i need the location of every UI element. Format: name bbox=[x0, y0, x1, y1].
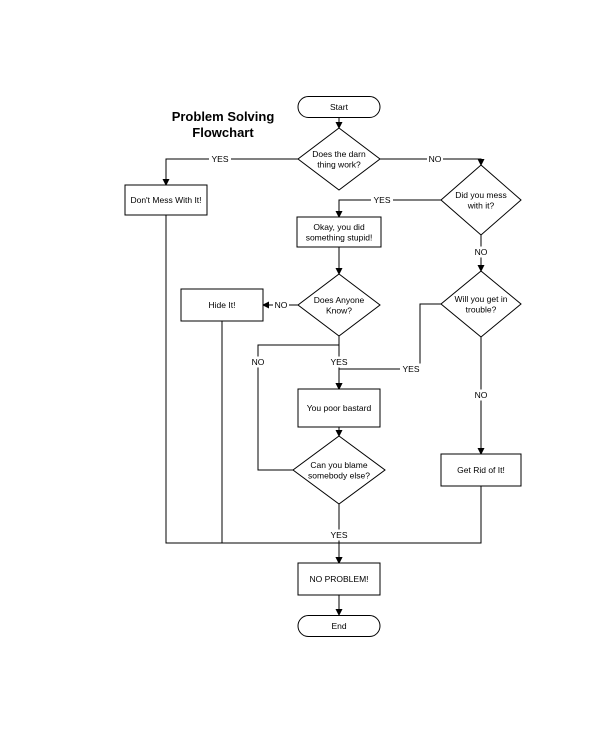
edge-label-background bbox=[250, 356, 266, 368]
node-blame-decision-shape bbox=[292, 435, 386, 505]
node-did-mess-label: with it? bbox=[467, 200, 495, 210]
node-works-label: thing work? bbox=[317, 159, 361, 169]
node-stupid-process-shape bbox=[296, 216, 382, 248]
edge-label-no-6: NO bbox=[273, 299, 289, 311]
node-start-label: Start bbox=[330, 102, 349, 112]
node-dont-mess-label: Don't Mess With It! bbox=[130, 195, 201, 205]
node-get-rid-process-shape bbox=[440, 453, 522, 487]
edge-label-yes-1: YES bbox=[209, 153, 231, 165]
edge-label-text: YES bbox=[211, 154, 228, 164]
node-blame-label: somebody else? bbox=[308, 470, 370, 480]
edge-works-to-dont-mess bbox=[162, 158, 298, 186]
edge-label-background bbox=[400, 363, 422, 375]
node-start-terminal-shape bbox=[297, 96, 381, 118]
edge-label-yes-7: YES bbox=[328, 356, 350, 368]
edge-label-text: YES bbox=[330, 357, 347, 367]
node-stupid-label: something stupid! bbox=[306, 232, 373, 242]
edge-label-background bbox=[427, 153, 443, 165]
node-end-terminal-shape bbox=[297, 615, 381, 637]
node-stupid-label: Okay, you did bbox=[313, 222, 365, 232]
edge-label-text: YES bbox=[373, 195, 390, 205]
edges-layer bbox=[162, 117, 485, 616]
edge-label-background bbox=[371, 194, 393, 206]
node-did-mess-label: Did you mess bbox=[455, 190, 507, 200]
edge-label-text: NO bbox=[275, 300, 288, 310]
edge-label-yes-8: YES bbox=[400, 363, 422, 375]
edge-labels-layer: YES NO YES NO NO YES YES NO NO YES bbox=[209, 153, 489, 541]
node-anyone-know-label: Know? bbox=[326, 305, 352, 315]
edge-label-yes-3: YES bbox=[371, 194, 393, 206]
node-no-problem: NO PROBLEM! bbox=[297, 562, 381, 596]
node-trouble-decision-shape bbox=[440, 270, 522, 338]
edge-label-yes-12: YES bbox=[328, 529, 350, 541]
edge-label-text: NO bbox=[475, 247, 488, 257]
node-works-label: Does the darn bbox=[312, 149, 366, 159]
node-get-rid: Get Rid of It! bbox=[440, 453, 522, 487]
node-start: Start bbox=[297, 96, 381, 118]
flowchart-title: Problem Solving Flowchart bbox=[172, 109, 275, 140]
node-dont-mess-process-shape bbox=[124, 184, 208, 216]
title-line-2: Flowchart bbox=[192, 125, 254, 140]
edge-label-text: YES bbox=[402, 364, 419, 374]
edge-label-background bbox=[273, 299, 289, 311]
edge-label-background bbox=[328, 529, 350, 541]
edge-label-text: NO bbox=[429, 154, 442, 164]
node-works-decision-shape bbox=[297, 127, 381, 191]
node-poor: You poor bastard bbox=[297, 388, 381, 428]
node-no-problem-label: NO PROBLEM! bbox=[309, 574, 368, 584]
node-anyone-know-label: Does Anyone bbox=[314, 295, 365, 305]
node-get-rid-label: Get Rid of It! bbox=[457, 465, 505, 475]
edge-label-background bbox=[473, 246, 489, 258]
edge-label-text: NO bbox=[475, 390, 488, 400]
edge-did-mess-to-stupid bbox=[335, 199, 441, 218]
edge-label-no-2: NO bbox=[427, 153, 443, 165]
edge-label-no-9: NO bbox=[473, 389, 489, 401]
node-poor-process-shape bbox=[297, 388, 381, 428]
node-trouble-label: Will you get in bbox=[455, 294, 508, 304]
edge-label-background bbox=[473, 389, 489, 401]
node-blame-label: Can you blame bbox=[310, 460, 367, 470]
title-line-1: Problem Solving bbox=[172, 109, 275, 124]
node-hide-label: Hide It! bbox=[209, 300, 236, 310]
edge-label-text: YES bbox=[330, 530, 347, 540]
edge-label-background bbox=[209, 153, 231, 165]
node-did-mess-decision-shape bbox=[440, 164, 522, 236]
edge-label-text: NO bbox=[252, 357, 265, 367]
edge-dont-mess-to-no-problem bbox=[165, 215, 343, 564]
node-hide-process-shape bbox=[180, 288, 264, 322]
node-no-problem-process-shape bbox=[297, 562, 381, 596]
node-anyone-know-decision-shape bbox=[297, 273, 381, 337]
node-poor-label: You poor bastard bbox=[307, 403, 372, 413]
node-end-label: End bbox=[331, 621, 346, 631]
node-end: End bbox=[297, 615, 381, 637]
node-dont-mess: Don't Mess With It! bbox=[124, 184, 208, 216]
edge-works-to-did-mess bbox=[380, 158, 485, 166]
edge-label-background bbox=[328, 356, 350, 368]
edge-get-rid-to-no-problem bbox=[339, 486, 482, 544]
node-hide: Hide It! bbox=[180, 288, 264, 322]
edge-label-no-4: NO bbox=[473, 246, 489, 258]
node-trouble-label: trouble? bbox=[466, 304, 497, 314]
edge-label-no-11: NO bbox=[250, 356, 266, 368]
edge-blame-to-anyone-know bbox=[257, 344, 339, 471]
